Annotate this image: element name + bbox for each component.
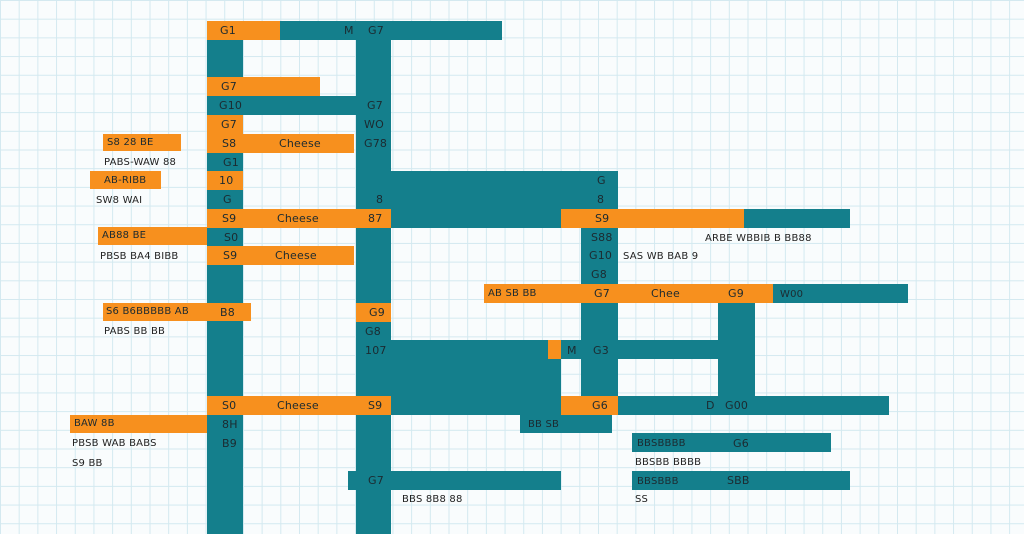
row-bar-471-middle — [348, 471, 561, 490]
side-label: PBSB WAB BABS — [72, 438, 157, 449]
bar-label: G7 — [368, 474, 384, 487]
side-label: PABS-WAW 88 — [104, 157, 177, 168]
bar-label: SBB — [727, 474, 750, 487]
bar-label: G3 — [593, 344, 609, 357]
side-label: SW8 WAI — [96, 195, 143, 206]
bar-label: G10 — [589, 249, 613, 262]
bar-label: B9 — [222, 437, 237, 450]
side-label: SAS WB BAB 9 — [623, 251, 699, 262]
orange-bar-396-right — [561, 396, 618, 415]
orange-bar-209 — [207, 209, 391, 228]
bar-label: AB88 BE — [102, 230, 147, 241]
orange-bar-top-a — [207, 21, 280, 40]
orange-bar-171-left — [90, 171, 161, 189]
orange-bar-227-left — [98, 227, 207, 245]
bar-label: G10 — [219, 99, 243, 112]
bar-label: BAW 8B — [74, 418, 115, 429]
side-label: BBS 8B8 88 — [402, 494, 463, 505]
bar-label: S9 — [595, 212, 610, 225]
bar-label: 8H — [222, 418, 238, 431]
bar-label: B8 — [220, 306, 235, 319]
row-bar-471-right — [632, 471, 850, 490]
bar-label: 107 — [365, 344, 387, 357]
row-bar-433-right — [632, 433, 831, 452]
orange-bar-284 — [484, 284, 773, 303]
row-bar-396-right — [618, 396, 889, 415]
bar-label: S9 — [223, 249, 238, 262]
bar-label: Cheese — [277, 212, 319, 225]
bar-label: AB-RIBB — [104, 175, 147, 186]
bar-label: S0 — [224, 231, 239, 244]
bar-label: G7 — [221, 118, 237, 131]
bar-label: G7 — [368, 24, 384, 37]
row-bar-415 — [520, 415, 612, 433]
bar-label: Cheese — [277, 399, 319, 412]
side-label: PABS BB BB — [104, 326, 166, 337]
bar-label: G9 — [728, 287, 744, 300]
orange-bar-115 — [207, 115, 243, 134]
bar-label: S8 28 BE — [107, 137, 154, 148]
bar-label: Chee — [651, 287, 680, 300]
bar-label: BB SB — [528, 419, 560, 430]
bar-label: S8 — [222, 137, 237, 150]
orange-bar-303-left — [103, 303, 251, 321]
bar-label: S9 — [222, 212, 237, 225]
orange-bar-246 — [207, 246, 354, 265]
bar-label: BBSBBB — [637, 476, 679, 487]
bar-label: 8 — [376, 193, 384, 206]
bar-label: G8 — [365, 325, 381, 338]
bar-label: G6 — [592, 399, 608, 412]
bar-label: G1 — [220, 24, 236, 37]
orange-bar-415-left — [70, 415, 207, 433]
bar-label: S9 — [368, 399, 383, 412]
side-label: S9 BB — [72, 458, 103, 469]
bar-label: G — [223, 193, 232, 206]
side-label: BBSBB BBBB — [635, 457, 702, 468]
bar-label: G78 — [364, 137, 388, 150]
row-bar-209-right — [744, 209, 850, 228]
orange-bar-209-right — [561, 209, 744, 228]
bar-label: G9 — [369, 306, 385, 319]
bar-label: G6 — [733, 437, 749, 450]
bar-label: AB SB BB — [488, 288, 537, 299]
bar-label: WO — [364, 118, 384, 131]
bar-label: G — [597, 174, 606, 187]
orange-bar-171 — [207, 171, 243, 190]
bar-label: M — [344, 24, 354, 37]
bar-label: BBSBBBB — [637, 438, 686, 449]
side-label: ARBE WBBIB B BB88 — [705, 233, 812, 244]
bar-label: G7 — [367, 99, 383, 112]
orange-bar-396 — [207, 396, 391, 415]
orange-bar-340-small — [548, 340, 561, 359]
column-bar-d — [718, 284, 755, 415]
side-label: SS — [635, 494, 649, 505]
bar-label: 87 — [368, 212, 383, 225]
bar-label: 10 — [219, 174, 234, 187]
orange-bar-303 — [356, 303, 391, 322]
bar-label: S6 B6BBBBB AB — [106, 306, 189, 317]
orange-bar-134-left — [103, 134, 181, 151]
top-header-bar — [207, 21, 502, 40]
row-bar-96 — [207, 96, 391, 115]
bar-label: G7 — [594, 287, 610, 300]
side-label: PBSB BA4 BIBB — [100, 251, 179, 262]
bar-label: S0 — [222, 399, 237, 412]
orange-bar-77 — [207, 77, 320, 96]
bar-label: G00 — [725, 399, 749, 412]
orange-bar-134 — [207, 134, 354, 153]
bar-label: S88 — [591, 231, 613, 244]
bar-label: G1 — [223, 156, 239, 169]
bar-label: G7 — [221, 80, 237, 93]
bar-label: W00 — [780, 289, 804, 300]
bar-label: M — [567, 344, 577, 357]
bar-label: Cheese — [275, 249, 317, 262]
bar-label: 8 — [597, 193, 605, 206]
bar-label: D — [706, 399, 715, 412]
bar-label: Cheese — [279, 137, 321, 150]
bar-label: G8 — [591, 268, 607, 281]
